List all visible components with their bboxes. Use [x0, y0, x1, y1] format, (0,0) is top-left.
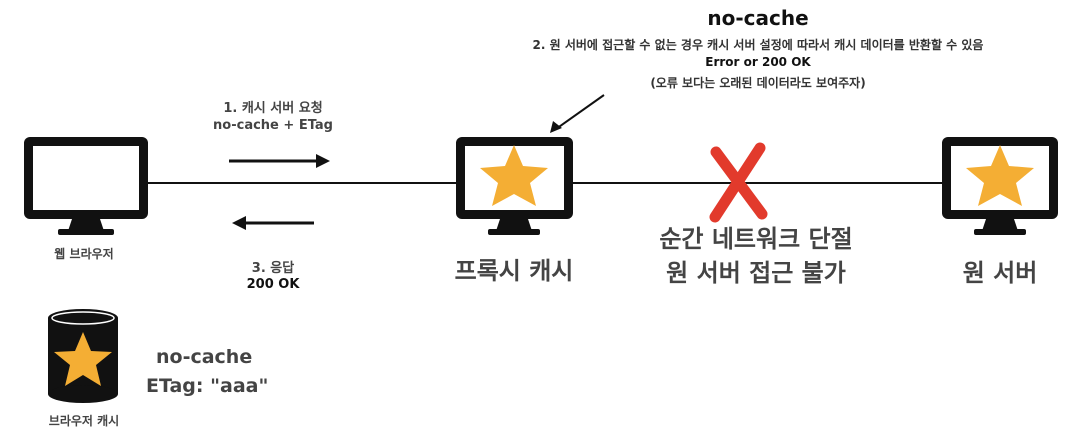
response-label-1: 3. 응답 [251, 261, 295, 276]
proxy-star-icon [480, 145, 548, 206]
browser-cache-label: 브라우저 캐시 [48, 414, 120, 428]
diagram-title: no-cache [707, 6, 809, 30]
request-arrow [229, 154, 330, 168]
note-line-1: 2. 원 서버에 접근할 수 없는 경우 캐시 서버 설정에 따라서 캐시 데이… [532, 38, 984, 52]
proxy-label: 프록시 캐시 [454, 257, 574, 285]
request-label-1: 1. 캐시 서버 요청 [223, 101, 323, 116]
origin-star-icon [966, 145, 1034, 206]
response-arrow [232, 216, 314, 230]
browser-cache-line-1: no-cache [156, 346, 253, 368]
note-line-3: (오류 보다는 오래된 데이터라도 보여주자) [650, 76, 866, 90]
request-label-2: no-cache + ETag [213, 118, 333, 133]
browser-monitor-icon [24, 137, 148, 235]
network-failure-line-1: 순간 네트워크 단절 [659, 225, 853, 253]
note-pointer-arrow [550, 94, 605, 133]
browser-cache-star-icon [54, 332, 112, 386]
response-label-2: 200 OK [246, 277, 300, 292]
network-failure-x-icon [709, 142, 768, 223]
network-failure-line-2: 원 서버 접근 불가 [666, 259, 846, 287]
note-line-2: Error or 200 OK [705, 55, 811, 69]
browser-cache-line-2: ETag: "aaa" [146, 375, 269, 397]
origin-label: 원 서버 [962, 259, 1038, 287]
browser-label: 웹 브라우저 [54, 247, 114, 261]
